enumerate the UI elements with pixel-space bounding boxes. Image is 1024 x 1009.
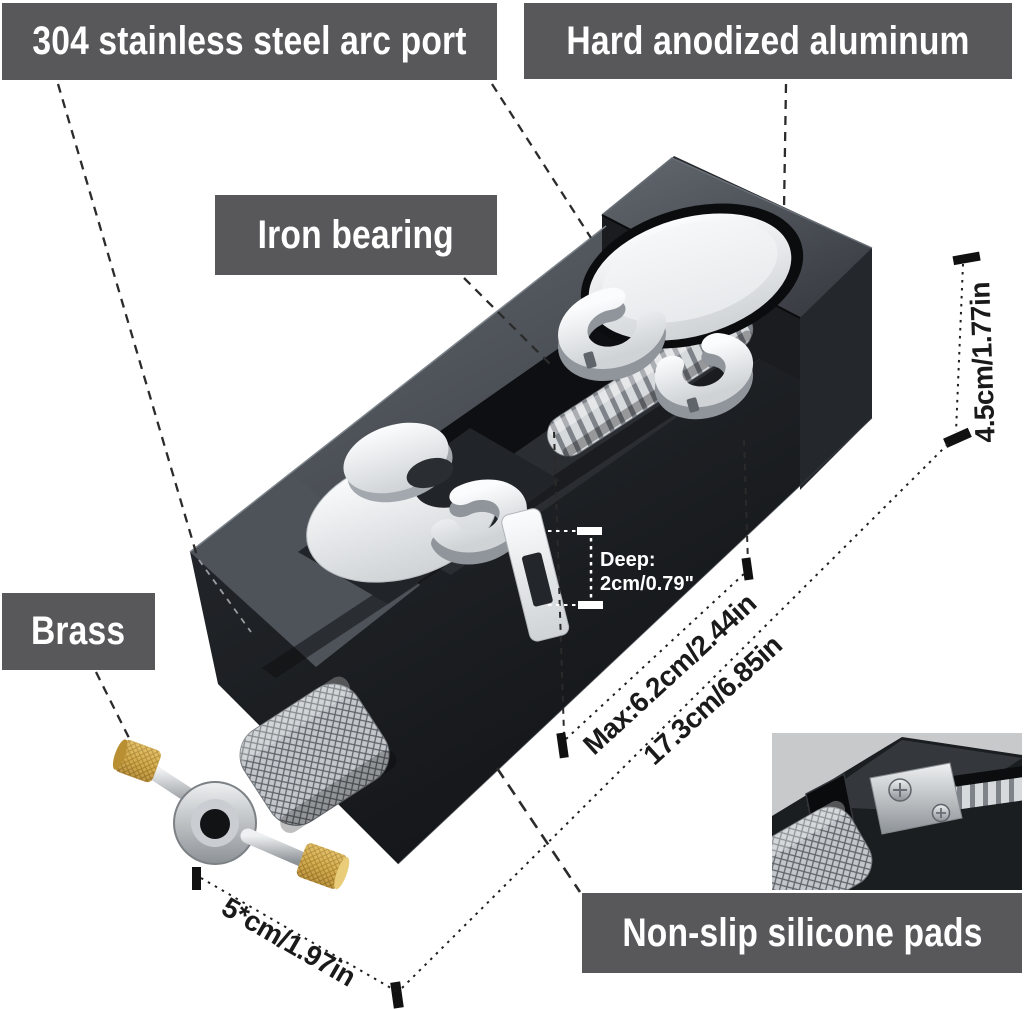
dimension-width-text: 5*cm/1.97in: [217, 891, 361, 992]
brass-thumb-screw-right: [296, 843, 350, 890]
inset-photo: [772, 733, 1022, 890]
dimension-depth-value: 2cm/0.79": [600, 573, 694, 595]
dimension-height-text: 4.5cm/1.77in: [964, 282, 1001, 444]
callout-arc-port-label: 304 stainless steel arc port: [32, 19, 467, 63]
brass-thumb-screw-left: [112, 739, 161, 783]
callout-iron-bearing: Iron bearing: [215, 195, 497, 275]
callout-silicone-pads: Non-slip silicone pads: [582, 893, 1022, 973]
leader-iron-bearing: [463, 277, 553, 367]
callout-brass-label: Brass: [31, 609, 126, 653]
leader-aluminum: [782, 83, 788, 211]
dimension-height: 4.5cm/1.77in: [943, 251, 1001, 448]
plate-screw-bottom: [931, 803, 951, 823]
callout-aluminum: Hard anodized aluminum: [524, 3, 1012, 79]
knob-hole: [200, 809, 230, 839]
dimension-width: 5*cm/1.97in: [192, 867, 397, 992]
plate-screw-top: [888, 778, 912, 802]
moving-jaw: [298, 422, 570, 642]
dimension-depth: Deep: 2cm/0.79": [548, 527, 694, 609]
knob-barrel: [232, 676, 397, 833]
callout-brass: Brass: [2, 593, 155, 670]
callout-aluminum-label: Hard anodized aluminum: [566, 18, 970, 63]
clamp-knob: [112, 676, 397, 890]
leader-arc-port-left: [56, 83, 199, 557]
arc-port-jaws: [558, 203, 804, 420]
leader-arc-port-right: [491, 83, 592, 239]
leader-brass: [94, 671, 132, 741]
callout-iron-bearing-label: Iron bearing: [257, 212, 455, 257]
dimension-depth-label: Deep:: [600, 549, 656, 571]
callout-arc-port: 304 stainless steel arc port: [2, 3, 497, 80]
leader-arc-port-left-ext: [198, 559, 252, 633]
jaw-bracket: [501, 508, 570, 642]
callout-silicone-pads-label: Non-slip silicone pads: [621, 910, 983, 955]
inset-knurled-knob: [772, 800, 873, 890]
leader-silicone: [495, 767, 582, 893]
vise-product: [112, 156, 873, 890]
